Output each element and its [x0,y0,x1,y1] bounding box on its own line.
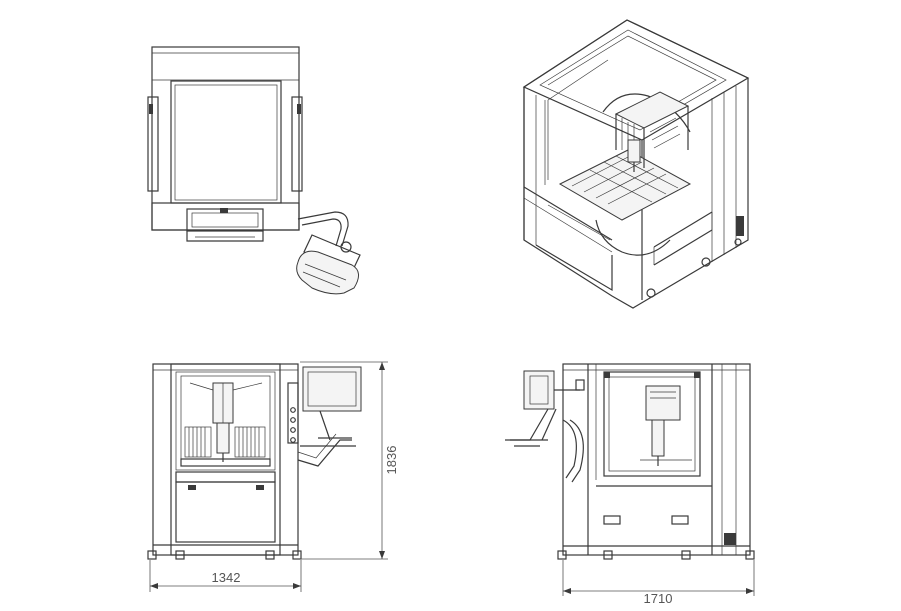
front-view [147,363,362,560]
isometric-view [522,19,750,309]
top-view [147,46,361,295]
dimension-front-width-label: 1342 [212,570,241,585]
side-view [505,363,755,560]
dimension-height-label: 1836 [384,446,399,475]
dimension-side-width-label: 1710 [644,591,673,606]
dimension-lines [149,361,755,596]
